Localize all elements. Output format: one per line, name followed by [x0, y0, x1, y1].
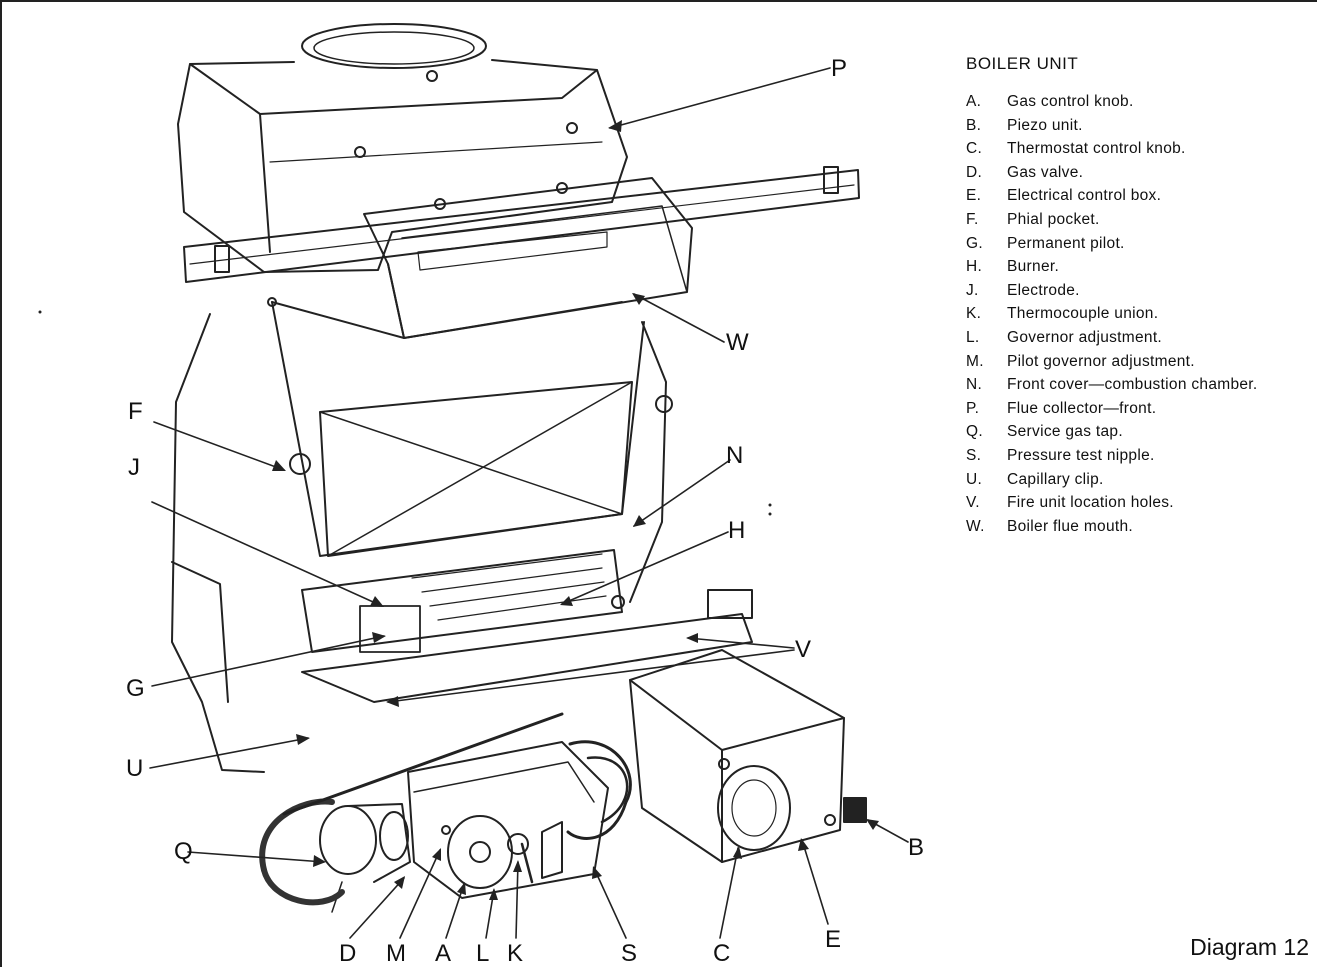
legend-letter: M. — [966, 352, 984, 370]
legend-letter: H. — [966, 258, 983, 276]
legend-item: J. Electrode. — [966, 279, 1306, 303]
legend-text: Capillary clip. — [1007, 470, 1104, 488]
legend-letter: C. — [966, 140, 983, 158]
callout-a: A — [435, 940, 452, 967]
location-plate — [301, 589, 753, 703]
legend-item: U. Capillary clip. — [966, 468, 1306, 492]
legend-letter: W. — [966, 517, 985, 535]
combustion-chamber — [171, 297, 673, 773]
legend-item: C. Thermostat control knob. — [966, 137, 1306, 161]
legend-letter: P. — [966, 399, 980, 417]
legend-list: A. Gas control knob. B. Piezo unit. C. Thermo… — [966, 90, 1306, 538]
legend-letter: V. — [966, 494, 980, 512]
legend-text: Electrical control box. — [1007, 187, 1162, 205]
legend-text: Pilot governor adjustment. — [1007, 352, 1195, 370]
callout-w: W — [726, 329, 749, 356]
legend-letter: E. — [966, 187, 982, 205]
legend-text: Front cover—combustion chamber. — [1007, 376, 1258, 394]
legend-item: L. Governor adjustment. — [966, 326, 1306, 350]
callout-b: B — [908, 834, 925, 861]
electrical-control-box — [629, 649, 867, 863]
callout-e: E — [825, 926, 842, 953]
legend-item: S. Pressure test nipple. — [966, 444, 1306, 468]
callout-u: U — [126, 755, 144, 782]
legend-item: W. Boiler flue mouth. — [966, 515, 1306, 539]
legend-letter: D. — [966, 163, 983, 181]
legend-item: V. Fire unit location holes. — [966, 491, 1306, 515]
legend-letter: F. — [966, 210, 979, 228]
legend-text: Governor adjustment. — [1007, 328, 1163, 346]
mounting-rail — [183, 166, 860, 283]
legend-text: Boiler flue mouth. — [1007, 517, 1134, 535]
legend-item: B. Piezo unit. — [966, 114, 1306, 138]
legend-letter: G. — [966, 234, 983, 252]
callout-c: C — [713, 940, 731, 967]
legend-letter: U. — [966, 470, 983, 488]
callout-m: M — [386, 940, 406, 967]
callout-s: S — [621, 940, 638, 967]
legend-letter: J. — [966, 281, 979, 299]
legend-item: E. Electrical control box. — [966, 184, 1306, 208]
legend-text: Thermostat control knob. — [1007, 140, 1186, 158]
legend-text: Burner. — [1007, 258, 1060, 276]
legend-text: Fire unit location holes. — [1007, 494, 1174, 512]
gas-valve-assembly — [259, 712, 632, 913]
legend-letter: S. — [966, 446, 982, 464]
legend-letter: L. — [966, 328, 980, 346]
callout-q: Q — [174, 838, 193, 865]
legend-letter: K. — [966, 305, 982, 323]
legend-item: H. Burner. — [966, 255, 1306, 279]
burner — [301, 549, 625, 653]
legend-title: BOILER UNIT — [966, 54, 1079, 73]
callout-d: D — [339, 940, 357, 967]
legend-item: A. Gas control knob. — [966, 90, 1306, 114]
legend-item: M. Pilot governor adjustment. — [966, 350, 1306, 374]
legend-text: Gas control knob. — [1007, 93, 1134, 110]
callout-l: L — [476, 940, 490, 967]
legend-text: Flue collector—front. — [1007, 399, 1157, 417]
callout-k: K — [507, 940, 524, 967]
legend-text: Piezo unit. — [1007, 116, 1083, 134]
callout-p: P — [831, 55, 848, 82]
legend-text: Thermocouple union. — [1007, 305, 1159, 323]
callout-g: G — [126, 675, 145, 702]
callout-v: V — [795, 636, 812, 663]
legend-item: D. Gas valve. — [966, 161, 1306, 185]
diagram-label: Diagram 12 — [1190, 934, 1309, 960]
legend-text: Phial pocket. — [1007, 210, 1100, 228]
callout-f: F — [128, 398, 143, 425]
legend: BOILER UNIT A. Gas control knob. B. Piezo u… — [966, 54, 1306, 538]
legend-text: Permanent pilot. — [1007, 234, 1125, 252]
legend-text: Service gas tap. — [1007, 423, 1123, 441]
legend-item: F. Phial pocket. — [966, 208, 1306, 232]
legend-item: Q. Service gas tap. — [966, 420, 1306, 444]
callout-n: N — [726, 442, 744, 469]
callout-h: H — [728, 517, 746, 544]
callout-j: J — [128, 454, 140, 481]
legend-letter: N. — [966, 376, 983, 394]
legend-item: G. Permanent pilot. — [966, 232, 1306, 256]
flue-mouth-box — [363, 177, 693, 339]
legend-letter: Q. — [966, 423, 983, 441]
legend-text: Electrode. — [1007, 281, 1080, 299]
legend-item: P. Flue collector—front. — [966, 397, 1306, 421]
arrowheads — [272, 120, 879, 900]
legend-letter: B. — [966, 116, 982, 134]
legend-item: K. Thermocouple union. — [966, 302, 1306, 326]
legend-text: Gas valve. — [1007, 163, 1084, 181]
legend-letter: A. — [966, 93, 982, 110]
legend-item: N. Front cover—combustion chamber. — [966, 373, 1306, 397]
legend-text: Pressure test nipple. — [1007, 446, 1155, 464]
leader-lines — [149, 67, 909, 939]
